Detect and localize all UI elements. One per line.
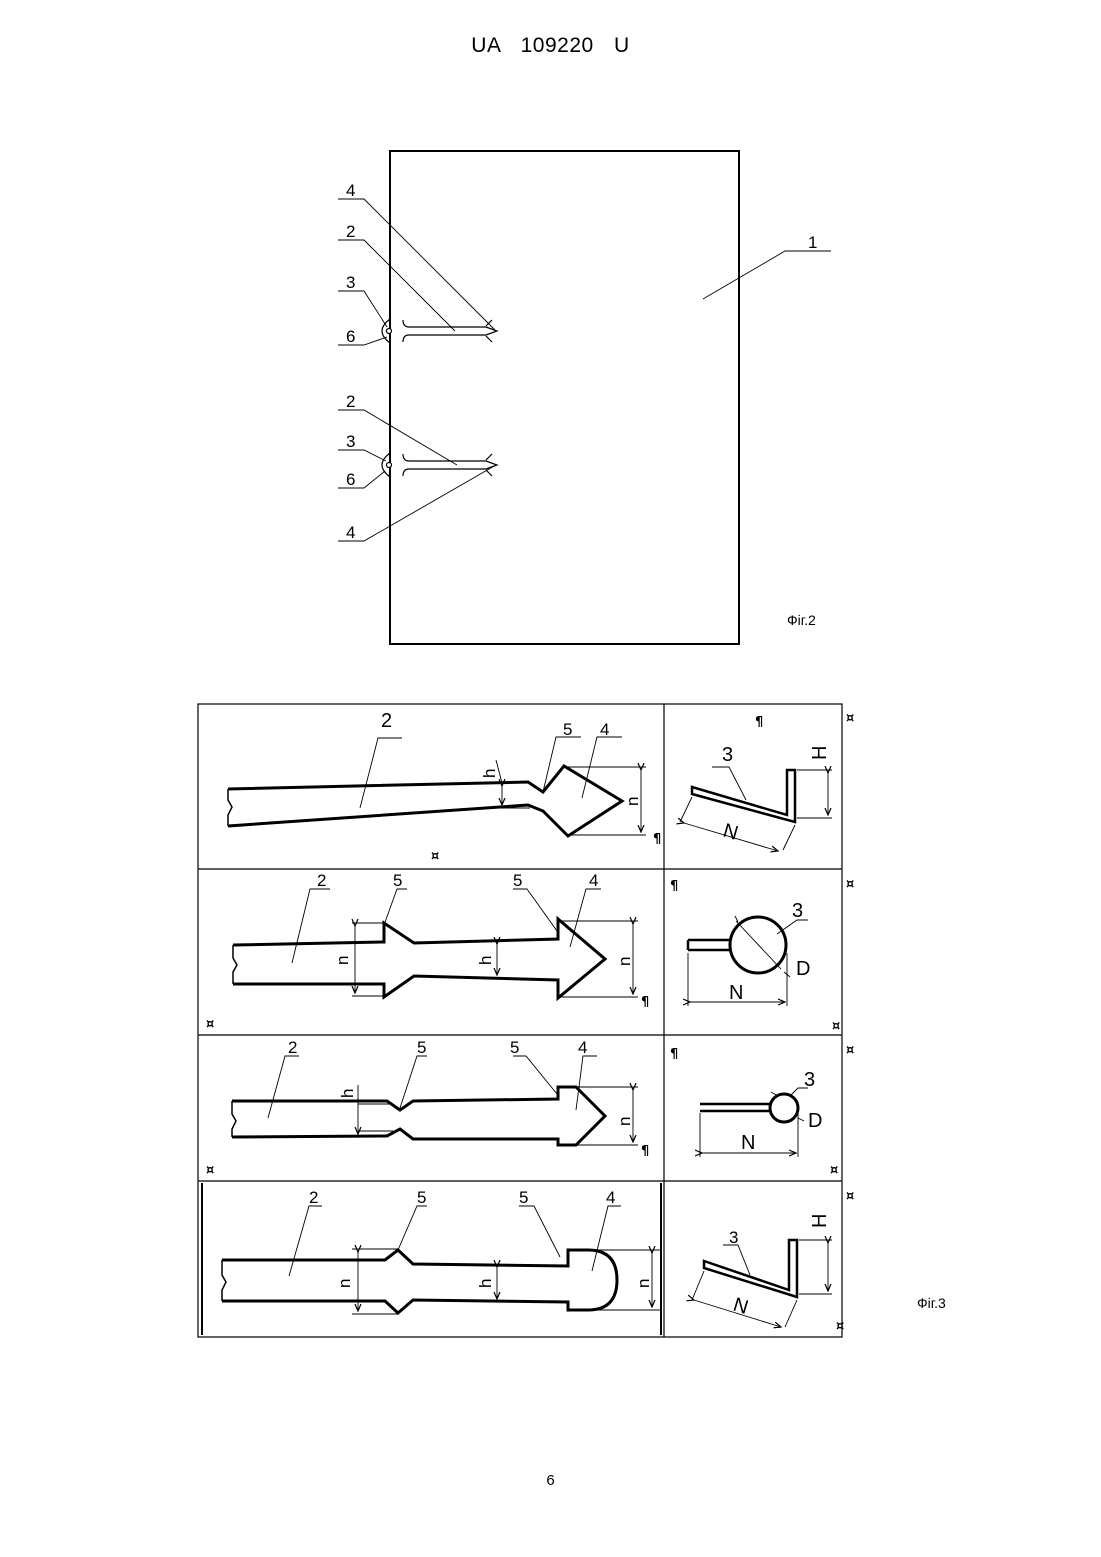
row1-bracket [680, 767, 832, 851]
dimension-H: H [809, 746, 831, 760]
row3-strip [232, 1056, 638, 1145]
dimension-h: h [480, 769, 499, 778]
figure-2-caption: Фіг.2 [787, 612, 816, 628]
label-2: 2 [317, 871, 326, 890]
currency-mark: ¤ [846, 1189, 854, 1204]
row2-right-labels: ¶ 3 D N ¤ ¤ [670, 877, 854, 1034]
label-2: 2 [288, 1038, 297, 1057]
dimension-h: h [476, 1279, 495, 1288]
row1-strip [228, 737, 646, 836]
label-1: 1 [808, 233, 817, 252]
label-5: 5 [519, 1188, 528, 1207]
row1-labels: 2 5 4 h n ¶ ¤ [381, 710, 661, 864]
currency-mark: ¤ [431, 849, 439, 864]
label-2: 2 [346, 392, 355, 411]
label-3: 3 [722, 744, 733, 766]
label-4: 4 [606, 1188, 615, 1207]
currency-mark: ¤ [846, 877, 854, 892]
dimension-D: D [796, 958, 810, 980]
fig2-labels: 4 2 3 6 2 3 6 4 1 Фіг.2 [346, 181, 817, 628]
label-3: 3 [792, 900, 803, 922]
label-5: 5 [513, 871, 522, 890]
dimension-h: h [338, 1089, 357, 1098]
sheet-outline [390, 151, 739, 644]
dimension-n: n [634, 1279, 653, 1288]
label-4: 4 [346, 181, 355, 200]
row4-labels: 2 5 5 4 n h n [309, 1188, 653, 1288]
label-2: 2 [346, 222, 355, 241]
label-5: 5 [563, 720, 572, 739]
pilcrow-mark: ¶ [641, 1144, 649, 1159]
dimension-H: H [809, 1214, 831, 1228]
label-3: 3 [729, 1228, 738, 1247]
currency-mark: ¤ [846, 711, 854, 726]
label-5: 5 [393, 871, 402, 890]
dimension-n: n [335, 1279, 354, 1288]
slot-assembly-lower [382, 453, 497, 477]
label-5: 5 [417, 1188, 426, 1207]
label-2: 2 [309, 1188, 318, 1207]
row4-right-labels: 3 H N ¤ ¤ Фіг.3 [729, 1189, 946, 1334]
currency-mark: ¤ [832, 1019, 840, 1034]
label-3: 3 [346, 432, 355, 451]
figure-2 [338, 151, 831, 644]
row4-bracket [692, 1240, 832, 1327]
row2-loop [688, 916, 808, 1006]
row2-strip [233, 889, 638, 998]
currency-mark: ¤ [206, 1163, 214, 1178]
label-4: 4 [600, 720, 609, 739]
pilcrow-mark: ¶ [755, 715, 763, 730]
pilcrow-mark: ¶ [641, 995, 649, 1010]
dimension-D: D [808, 1110, 822, 1132]
dimension-n: n [623, 797, 642, 806]
dimension-n: n [615, 957, 634, 966]
dimension-N: N [729, 982, 743, 1004]
dimension-N: N [741, 1132, 755, 1154]
figure-3-caption: Фіг.3 [917, 1295, 946, 1311]
label-5: 5 [417, 1038, 426, 1057]
label-3: 3 [804, 1069, 815, 1091]
pilcrow-mark: ¶ [670, 879, 678, 894]
fig2-leaders [338, 199, 831, 541]
currency-mark: ¤ [836, 1319, 844, 1334]
dimension-N: N [721, 820, 741, 845]
dimension-n: n [615, 1117, 634, 1126]
slot-assembly-upper [382, 319, 497, 343]
currency-mark: ¤ [846, 1043, 854, 1058]
page-number: 6 [0, 1472, 1101, 1489]
currency-mark: ¤ [206, 1017, 214, 1032]
row4-strip [222, 1206, 660, 1314]
dimension-N: N [731, 1294, 751, 1319]
label-6: 6 [346, 470, 355, 489]
label-4: 4 [346, 523, 355, 542]
pilcrow-mark: ¶ [653, 832, 661, 847]
currency-mark: ¤ [830, 1163, 838, 1178]
row2-labels: 2 5 5 4 n h n ¶ ¤ [206, 871, 649, 1032]
label-2: 2 [381, 710, 392, 732]
label-6: 6 [346, 327, 355, 346]
label-4: 4 [589, 871, 598, 890]
label-4: 4 [578, 1038, 587, 1057]
label-5: 5 [510, 1038, 519, 1057]
dimension-n: n [333, 956, 352, 965]
label-3: 3 [346, 273, 355, 292]
pilcrow-mark: ¶ [670, 1047, 678, 1062]
dimension-h: h [476, 956, 495, 965]
